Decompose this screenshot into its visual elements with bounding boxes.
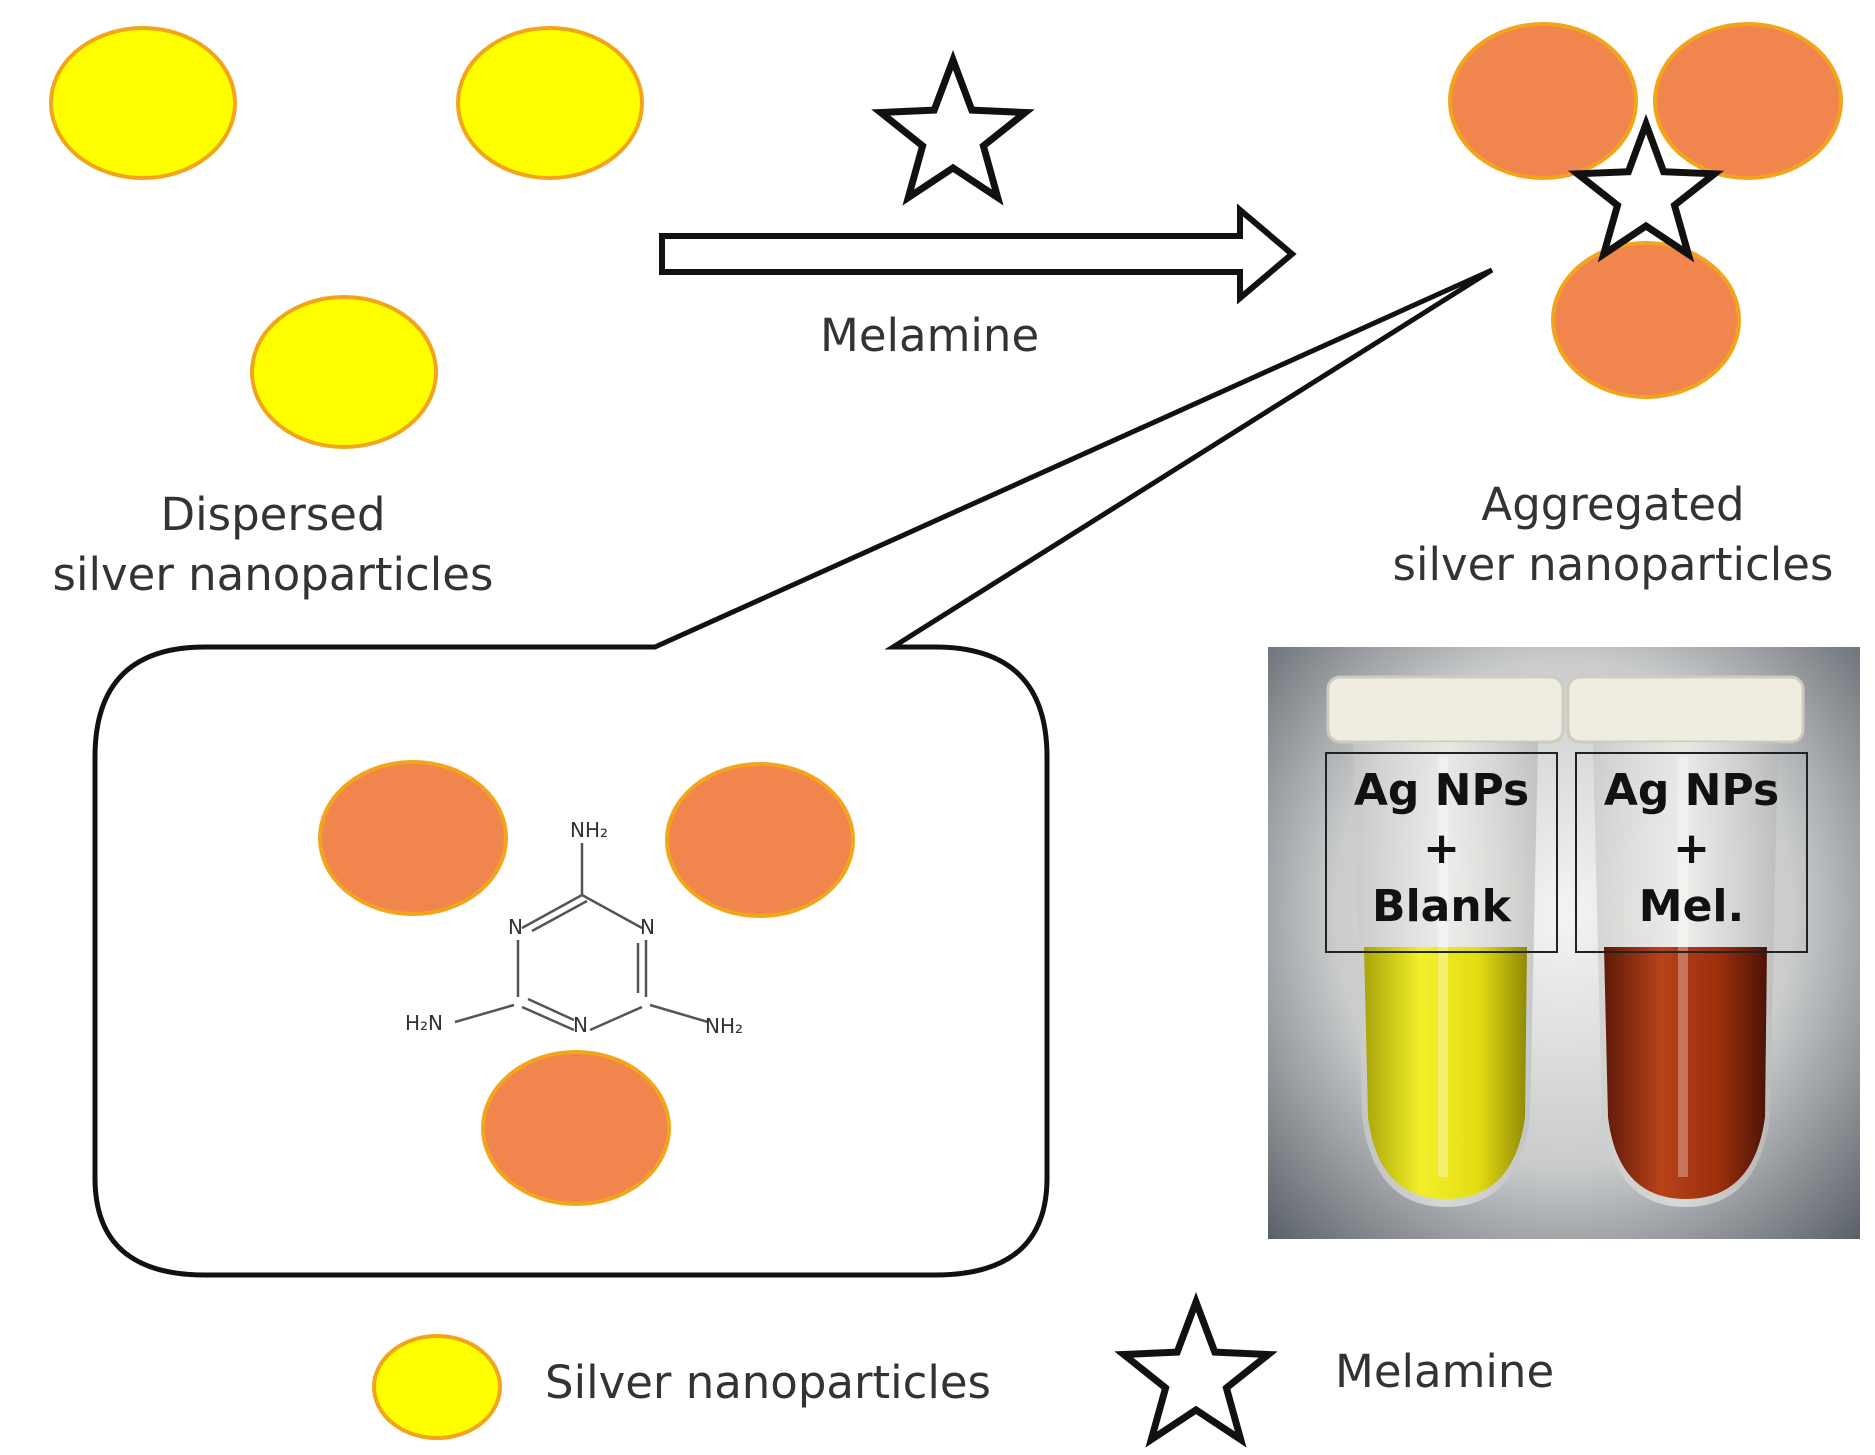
aggregated-particle-2 [1653,22,1843,180]
inset-particle-1 [318,760,508,916]
aggregated-label: Aggregated silver nanoparticles [1368,475,1858,595]
legend-nanoparticle-label: Silver nanoparticles [545,1356,992,1409]
right-tube-highlight [1678,757,1688,1177]
right-tube-label-line-2: + [1673,823,1710,874]
dispersed-label-line-1: Dispersed [160,488,386,541]
dispersed-particle-3 [250,295,438,449]
arrow-icon [659,203,1297,305]
amino-group-right: NH₂ [705,1014,743,1038]
inset-particle-2 [665,762,855,918]
aggregated-label-line-1: Aggregated [1481,478,1745,531]
atom-n-bottom: N [573,1013,588,1037]
star-icon [871,50,1035,206]
melamine-structure [454,843,709,1032]
right-tube-label: Ag NPs + Mel. [1575,752,1808,953]
blank-solution [1364,947,1527,1199]
aggregated-label-line-2: silver nanoparticles [1392,538,1834,591]
arrow-label: Melamine [820,309,1040,362]
atom-n-top-right: N [640,915,655,939]
legend-melamine-label: Melamine [1335,1345,1555,1398]
aggregated-particle-1 [1448,22,1638,180]
amino-group-top: NH₂ [570,818,608,842]
dispersed-label-line-2: silver nanoparticles [52,548,494,601]
aggregated-particle-3 [1551,241,1741,399]
amino-group-left: H₂N [405,1011,443,1035]
dispersed-particles [49,26,644,449]
right-tube-cap [1566,675,1805,744]
tube-photo: Ag NPs + Blank Ag NPs + Mel. [1268,647,1860,1239]
inset-particles [318,760,855,1206]
star-icon [1567,113,1725,263]
left-tube-label-line-3: Blank [1372,881,1511,932]
dispersed-particle-2 [456,26,644,180]
right-tube-label-line-3: Mel. [1638,881,1745,932]
atom-n-top-left: N [508,915,523,939]
dispersed-particle-1 [49,26,237,180]
left-tube-label-line-1: Ag NPs [1353,765,1530,816]
dispersed-label: Dispersed silver nanoparticles [28,485,518,605]
left-tube-label: Ag NPs + Blank [1325,752,1558,953]
melamine-solution [1604,947,1767,1199]
nanoparticle-icon [372,1334,502,1440]
right-tube-label-line-1: Ag NPs [1603,765,1780,816]
tube-photo-drawing [1326,675,1805,1207]
inset-particle-3 [481,1050,671,1206]
star-icon [1114,1292,1278,1448]
left-tube-label-line-2: + [1423,823,1460,874]
melamine-atoms: N N N NH₂ H₂N NH₂ [405,818,743,1038]
left-tube-cap [1326,675,1565,744]
left-tube-highlight [1438,757,1448,1177]
aggregated-particles [1448,22,1843,399]
